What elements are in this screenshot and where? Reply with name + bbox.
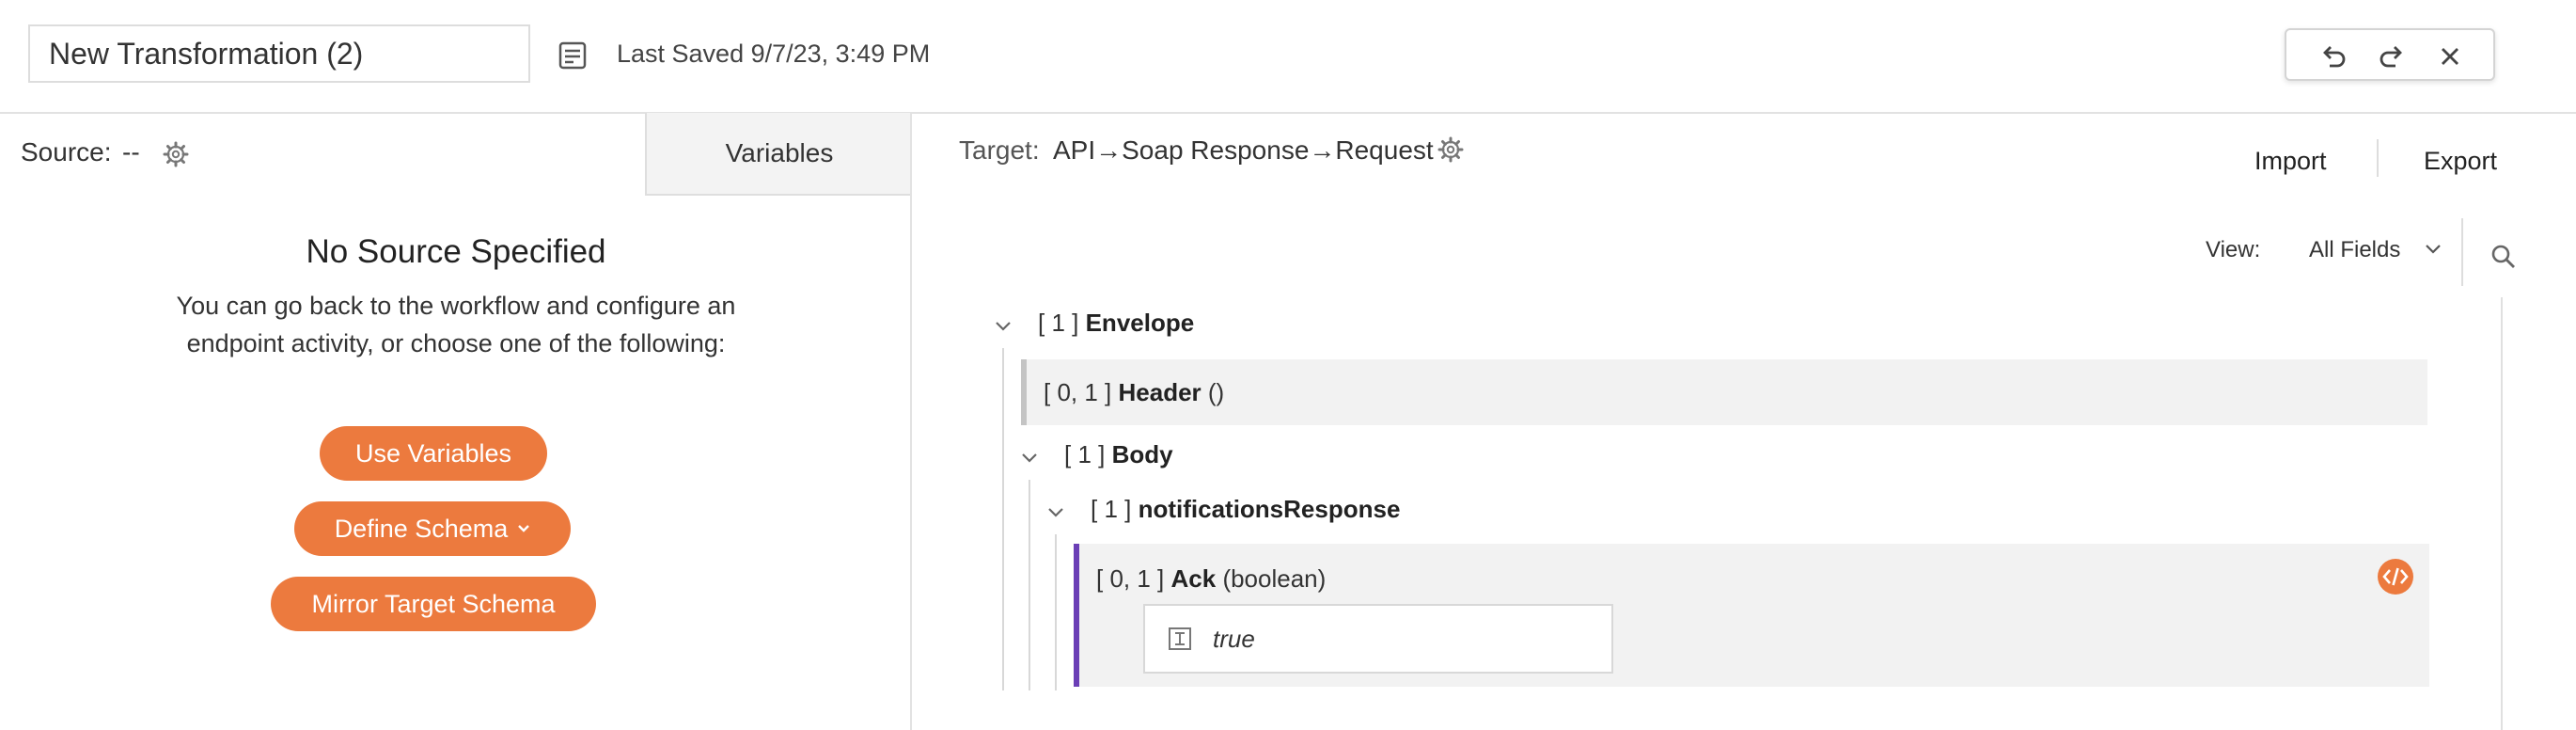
use-variables-label: Use Variables [354,438,512,468]
panel-divider [910,113,912,730]
view-label: View: [2206,237,2261,262]
tree-guide-body [1029,480,1030,690]
chevron-down-icon[interactable] [993,320,1013,333]
body-name: Body [1111,440,1173,468]
ack-type: (boolean) [1222,564,1327,593]
tree-node-header-label: [ 0, 1 ] Header () [1044,378,1224,407]
header-name: Header [1118,378,1202,406]
use-variables-button[interactable]: Use Variables [320,426,547,481]
mirror-target-label: Mirror Target Schema [311,589,556,618]
header-cardinality: [ 0, 1 ] [1044,378,1112,406]
source-value: -- [122,137,140,167]
header-suffix: () [1207,378,1225,406]
tree-scroll-track [2501,297,2503,730]
envelope-cardinality: [ 1 ] [1038,309,1079,337]
script-icon[interactable] [2377,558,2414,595]
tree-node-body[interactable]: [ 1 ] Body [1064,440,1173,469]
envelope-name: Envelope [1085,309,1195,337]
target-settings-gear-icon[interactable] [1437,135,1465,164]
export-button[interactable]: Export [2424,147,2498,175]
last-saved-text: Last Saved 9/7/23, 3:49 PM [617,40,931,68]
view-divider [2461,218,2463,286]
search-icon[interactable] [2490,243,2518,271]
variables-tab[interactable]: Variables [645,113,912,196]
target-label: Target: [959,135,1040,165]
chevron-down-icon[interactable] [2424,242,2442,257]
ack-value: true [1213,625,1255,653]
notes-icon[interactable] [557,40,589,71]
ack-name: Ack [1170,564,1217,593]
view-select[interactable]: All Fields [2309,237,2401,262]
notifications-cardinality: [ 1 ] [1091,495,1132,523]
history-toolbar [2285,28,2495,81]
tree-guide-notifications [1055,534,1057,690]
chevron-down-icon[interactable] [1019,452,1040,465]
chevron-down-icon [517,524,530,533]
body-cardinality: [ 1 ] [1064,440,1106,468]
redo-icon[interactable] [2375,40,2409,73]
transformation-name-input[interactable] [28,24,530,83]
no-source-title: No Source Specified [306,233,606,270]
text-cursor-icon [1168,627,1192,651]
tree-node-ack-label: [ 0, 1 ] Ack (boolean) [1096,564,1326,594]
import-export-divider [2377,139,2379,177]
header-divider [0,112,2576,114]
define-schema-button[interactable]: Define Schema [294,501,571,556]
source-settings-gear-icon[interactable] [162,140,190,168]
undo-icon[interactable] [2317,40,2350,73]
tree-node-header[interactable] [1021,359,2427,425]
ack-value-field[interactable]: true [1143,604,1613,674]
source-label: Source: [21,137,112,167]
tree-node-envelope[interactable]: [ 1 ] Envelope [1038,309,1194,338]
ack-cardinality: [ 0, 1 ] [1096,564,1165,593]
import-button[interactable]: Import [2254,147,2327,175]
no-source-description: You can go back to the workflow and conf… [176,292,736,357]
notifications-name: notificationsResponse [1138,495,1401,523]
target-path: API→Soap Response→Request [1053,135,1434,165]
mirror-target-schema-button[interactable]: Mirror Target Schema [271,577,596,631]
define-schema-label: Define Schema [334,514,509,543]
close-icon[interactable] [2433,40,2467,73]
tree-guide-envelope [1002,348,1004,690]
chevron-down-icon[interactable] [1045,506,1066,519]
tree-node-notifications-response[interactable]: [ 1 ] notificationsResponse [1091,495,1400,524]
